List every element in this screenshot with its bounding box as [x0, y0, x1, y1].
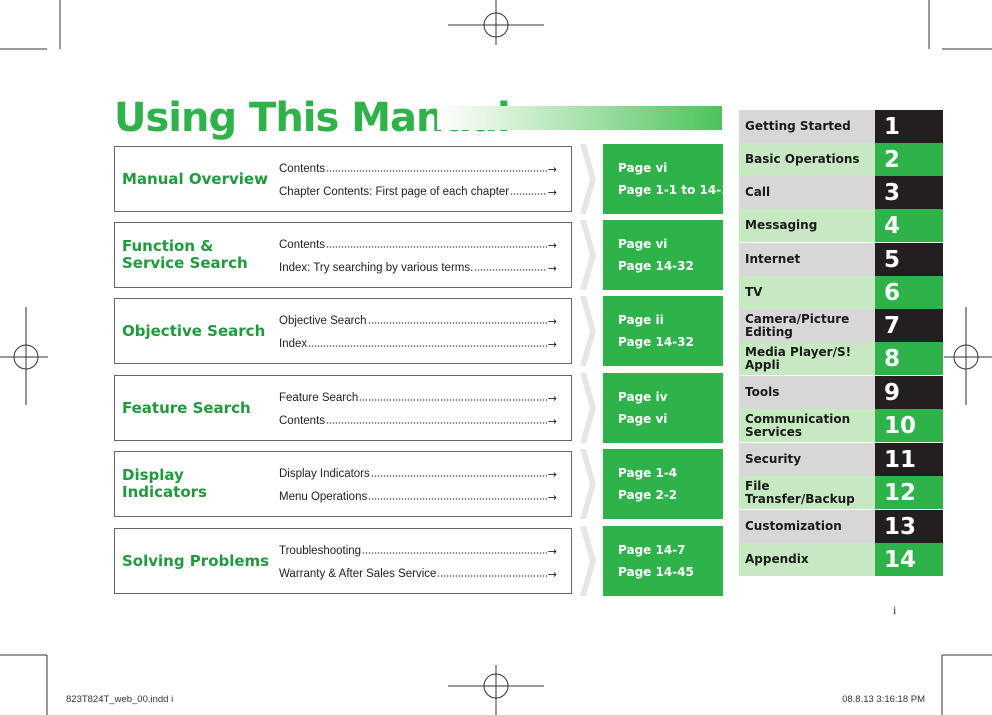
section-title: Feature Search — [122, 398, 251, 417]
page-ref-box[interactable]: Page iv Page vi — [603, 373, 723, 443]
page-ref: Page 2-2 — [618, 488, 678, 502]
section-objective-search: Objective Search Objective Search→ Index… — [114, 298, 572, 364]
page-ref-box[interactable]: Page vi Page 1-1 to 14-1 — [603, 144, 730, 214]
chevron-right-icon — [580, 296, 596, 366]
section-function-service-search: Function & Service Search Contents→ Inde… — [114, 222, 572, 288]
page-ref: Page iv — [618, 390, 668, 404]
section-title: Display Indicators — [122, 466, 207, 501]
page-ref: Page vi — [618, 237, 668, 251]
entry-link[interactable]: Index→ — [279, 337, 557, 351]
page-ref-box[interactable]: Page 14-7 Page 14-45 — [603, 526, 723, 596]
section-title: Manual Overview — [122, 169, 268, 188]
chevron-right-icon — [580, 449, 596, 519]
page-ref-box[interactable]: Page 1-4 Page 2-2 — [603, 449, 723, 519]
entry-link[interactable]: Contents→ — [279, 414, 557, 428]
page-ref: Page ii — [618, 313, 664, 327]
title-gradient-bar — [437, 106, 722, 130]
entry-link[interactable]: Feature Search→ — [279, 391, 557, 405]
page-ref: Page 14-7 — [618, 543, 686, 557]
page-ref: Page vi — [618, 412, 668, 426]
page-ref: Page 1-4 — [618, 466, 678, 480]
entry-link[interactable]: Contents→ — [279, 238, 557, 252]
page-ref: Page vi — [618, 161, 668, 175]
page-ref-box[interactable]: Page ii Page 14-32 — [603, 296, 723, 366]
chevron-right-icon — [580, 526, 596, 596]
entry-link[interactable]: Display Indicators→ — [279, 467, 557, 481]
page-number: i — [893, 603, 897, 617]
section-solving-problems: Solving Problems Troubleshooting→ Warran… — [114, 528, 572, 594]
page-ref: Page 1-1 to 14-1 — [618, 183, 730, 197]
entry-link[interactable]: Troubleshooting→ — [279, 544, 557, 558]
section-title: Solving Problems — [122, 551, 270, 570]
print-timestamp: 08.8.13 3:16:18 PM — [842, 694, 925, 705]
section-manual-overview: Manual Overview Contents→ Chapter Conten… — [114, 146, 572, 212]
chevron-right-icon — [580, 373, 596, 443]
entry-link[interactable]: Chapter Contents: First page of each cha… — [279, 185, 557, 199]
page-ref: Page 14-32 — [618, 259, 694, 273]
section-title: Objective Search — [122, 321, 266, 340]
page-ref-box[interactable]: Page vi Page 14-32 — [603, 220, 723, 290]
entry-link[interactable]: Menu Operations→ — [279, 490, 557, 504]
chevron-right-icon — [580, 144, 596, 214]
entry-link[interactable]: Warranty & After Sales Service→ — [279, 567, 557, 581]
page-ref: Page 14-45 — [618, 565, 694, 579]
entry-link[interactable]: Contents→ — [279, 162, 557, 176]
entry-link[interactable]: Objective Search→ — [279, 314, 557, 328]
section-display-indicators: Display Indicators Display Indicators→ M… — [114, 451, 572, 517]
entry-link[interactable]: Index: Try searching by various terms.→ — [279, 261, 557, 275]
page-ref: Page 14-32 — [618, 335, 694, 349]
file-slug: 823T824T_web_00.indd i — [66, 694, 174, 705]
section-title: Function & Service Search — [122, 237, 248, 272]
section-feature-search: Feature Search Feature Search→ Contents→ — [114, 375, 572, 441]
chevron-right-icon — [580, 220, 596, 290]
